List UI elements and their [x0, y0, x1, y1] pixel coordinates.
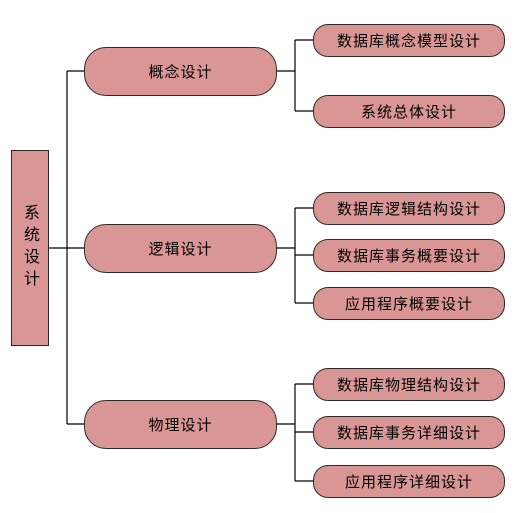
leaf-node: 数据库事务概要设计 [313, 239, 505, 272]
leaf-node: 数据库物理结构设计 [313, 368, 505, 401]
leaf-node: 数据库事务详细设计 [313, 416, 505, 449]
leaf-node: 应用程序概要设计 [313, 287, 505, 320]
branch-node-concept-design: 概念设计 [84, 47, 277, 96]
leaf-node: 应用程序详细设计 [313, 465, 505, 498]
leaf-node: 数据库概念模型设计 [313, 24, 505, 57]
leaf-node: 系统总体设计 [313, 95, 505, 128]
leaf-node: 数据库逻辑结构设计 [313, 192, 505, 225]
branch-node-logic-design: 逻辑设计 [84, 224, 277, 273]
branch-node-physical-design: 物理设计 [84, 400, 277, 449]
root-node: 系统设计 [11, 150, 49, 346]
